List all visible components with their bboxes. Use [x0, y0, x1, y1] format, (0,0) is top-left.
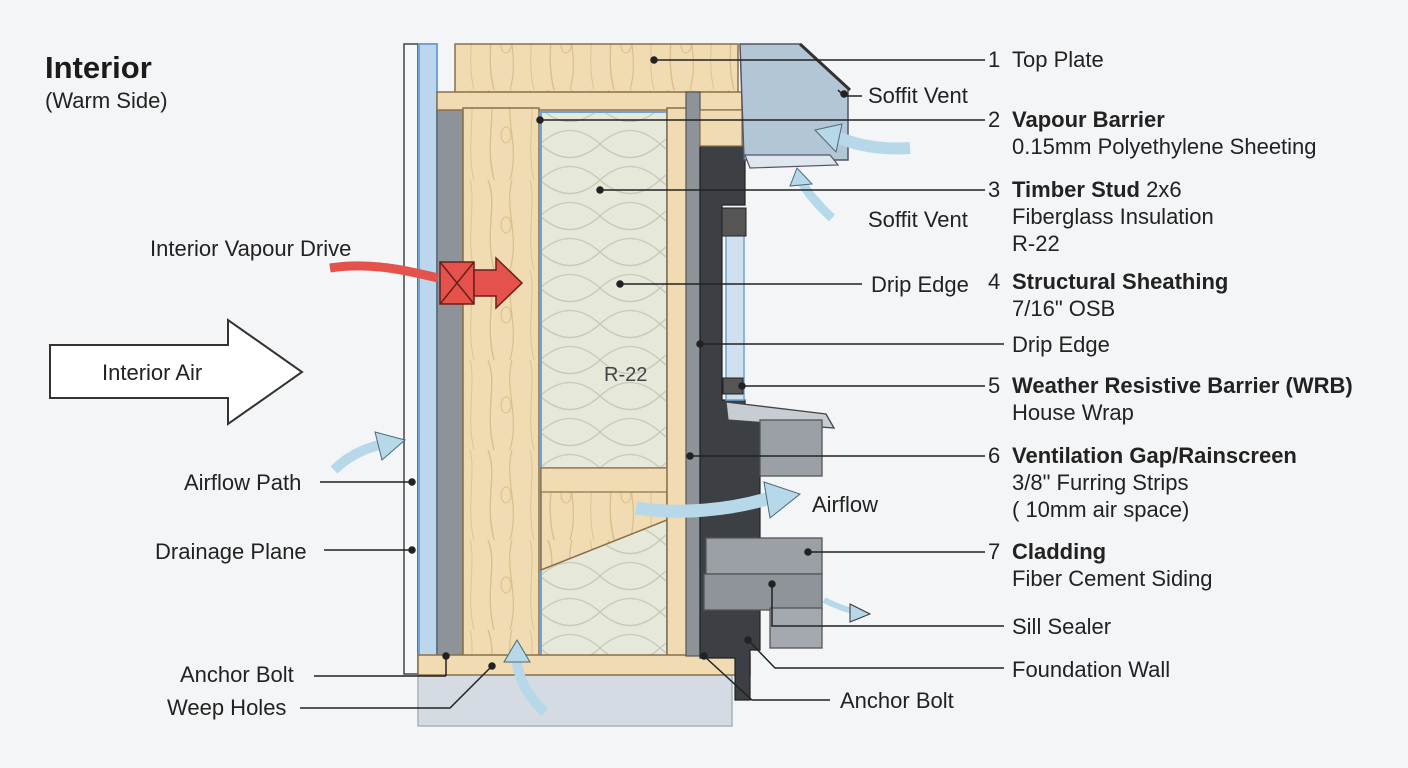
timber-stud-wood: [462, 107, 540, 657]
cladding-outflow-arrowhead: [849, 603, 872, 623]
rim-block: [699, 109, 743, 147]
soffit-airflow-arrowhead: [814, 123, 843, 154]
soffit-drip: [798, 42, 852, 92]
vapour-barrier-layer: [418, 43, 438, 675]
callout-interior-vapour-drive: Interior Vapour Drive: [150, 236, 352, 261]
insulation-rating-label: R-22: [604, 364, 648, 386]
callout-top-plate-label: Top Plate: [1012, 47, 1104, 72]
callout-foundation-wall: Foundation Wall: [1012, 657, 1171, 682]
vapour-drive-curve: [329, 261, 440, 283]
airflow-path-arrowhead: [374, 431, 407, 461]
page-subtitle: (Warm Side): [45, 88, 168, 113]
callout-weep-holes: Weep Holes: [167, 695, 287, 720]
top-plate-wood: [454, 43, 739, 95]
glazing-strip: [725, 209, 745, 401]
glazing-bracket-top: [721, 207, 747, 237]
cladding-panel-4: [769, 607, 823, 649]
callout-airflow: Airflow: [812, 492, 879, 517]
weep-airflow-arrowhead: [503, 639, 531, 663]
cladding-panel-1: [759, 419, 823, 477]
leader-lines: [300, 56, 1004, 709]
page-title: Interior: [45, 50, 152, 85]
interior-finish-board: [403, 43, 419, 675]
soffit-trim: [744, 154, 840, 169]
cavity-blocking-upper: [540, 467, 668, 493]
rainscreen-airflow-arrowhead: [763, 481, 802, 519]
callout-anchor-bolt-bottom: Anchor Bolt: [840, 688, 954, 713]
callout-soffit-vent-lower: Soffit Vent: [868, 207, 968, 232]
rainscreen-airflow-arrow: [634, 491, 772, 518]
callout-interior-air: Interior Air: [102, 360, 203, 385]
callout-sill-sealer: Sill Sealer: [1012, 614, 1112, 639]
callout-soffit-vent-top: Soffit Vent: [868, 83, 968, 108]
callout-airflow-path: Airflow Path: [184, 470, 302, 495]
callout-anchor-bolt-left: Anchor Bolt: [180, 662, 294, 687]
callout-drip-edge-mid: Drip Edge: [871, 272, 969, 297]
lower-soffit-airflow-arrowhead: [789, 167, 814, 187]
foundation-concrete: [417, 669, 733, 727]
vapour-drive-arrow: [473, 256, 524, 310]
callout-drainage-plane: Drainage Plane: [155, 539, 307, 564]
vapour-drive-cross-2: [439, 261, 475, 305]
soffit-airflow-arrow: [832, 130, 911, 155]
cladding-panel-3: [703, 573, 823, 611]
callout-vapour-barrier-detail: 0.15mm Polyethylene Sheeting: [1012, 134, 1317, 159]
cladding-panel-2: [705, 537, 823, 575]
callout-drip-edge-right: Drip Edge: [1012, 332, 1110, 357]
sheathing-layer: [685, 91, 701, 657]
drywall-layer: [436, 107, 464, 657]
interior-air-arrow: [49, 318, 304, 426]
